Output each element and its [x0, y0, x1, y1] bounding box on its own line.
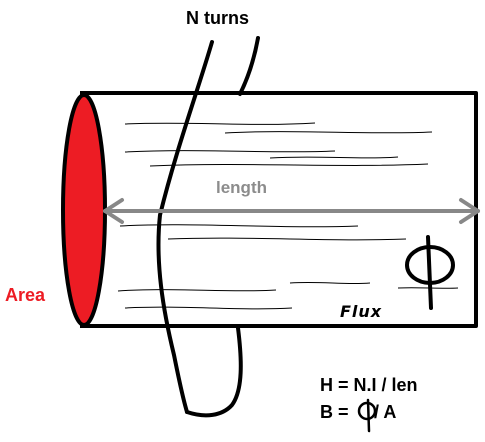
coil-front	[156, 40, 214, 414]
coil-back	[238, 36, 260, 96]
flux-phi-icon	[405, 235, 455, 310]
formula-phi-icon	[357, 398, 377, 433]
formula-b-right: / A	[374, 402, 396, 422]
length-label: length	[216, 178, 267, 197]
coil-bottom	[185, 326, 243, 418]
area-label: Area	[5, 285, 46, 305]
formula-h: H = N.I / len	[320, 375, 418, 395]
length-arrow	[103, 198, 480, 224]
flux-label: Flux	[340, 302, 382, 321]
texture-lines	[117, 122, 459, 310]
formula-b-left: B =	[320, 402, 349, 422]
turns-label: N turns	[186, 8, 249, 28]
area-face	[61, 93, 107, 327]
